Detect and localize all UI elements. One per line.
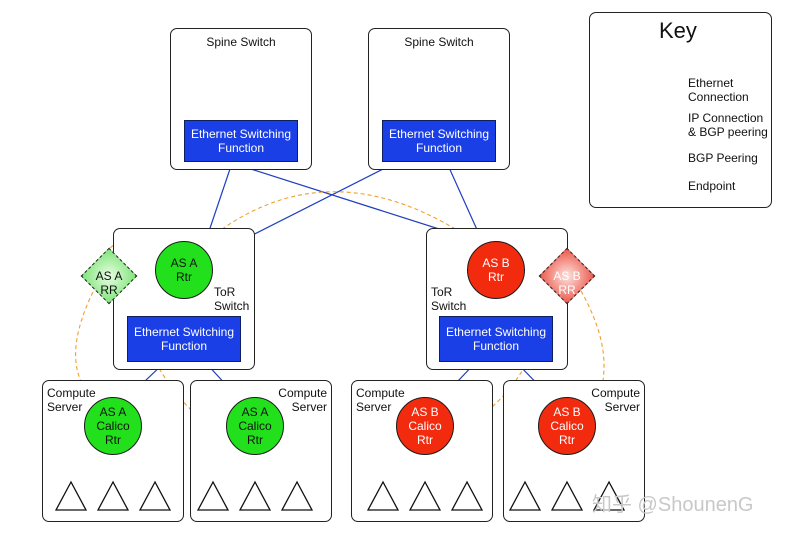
- ethernet-switching-function: Ethernet Switching Function: [439, 316, 553, 362]
- ethernet-switching-function: Ethernet Switching Function: [127, 316, 241, 362]
- endpoint-icon: [550, 480, 584, 511]
- ethernet-switching-function: Ethernet Switching Function: [382, 120, 496, 162]
- endpoint-icon: [54, 480, 88, 511]
- as-a-router: AS A Rtr: [155, 241, 213, 299]
- endpoint-icon: [280, 480, 314, 511]
- endpoint-icon: [238, 480, 272, 511]
- endpoint-icon: [450, 480, 484, 511]
- endpoint-icon: [508, 480, 542, 511]
- as-a-calico-router: AS A Calico Rtr: [84, 397, 142, 455]
- as-b-router: AS B Rtr: [467, 241, 525, 299]
- rr-label: AS A RR: [95, 269, 123, 297]
- tor-switch-label: ToR Switch: [214, 285, 250, 313]
- compute-server-label: Compute Server: [278, 386, 327, 414]
- legend-ethernet-label: Ethernet Connection: [688, 76, 749, 104]
- legend-endpoint-label: Endpoint: [688, 179, 736, 193]
- endpoint-icon: [138, 480, 172, 511]
- endpoint-icon: [592, 480, 626, 511]
- ethernet-switching-function: Ethernet Switching Function: [184, 120, 298, 162]
- tor-switch-label: ToR Switch: [431, 285, 467, 313]
- spine-switch-label: Spine Switch: [206, 35, 276, 49]
- legend-ip-label: IP Connection & BGP peering: [688, 111, 768, 139]
- legend-bgp-label: BGP Peering: [688, 151, 758, 165]
- as-a-calico-router: AS A Calico Rtr: [226, 397, 284, 455]
- endpoint-icon: [96, 480, 130, 511]
- endpoint-icon: [196, 480, 230, 511]
- as-b-calico-router: AS B Calico Rtr: [396, 397, 454, 455]
- compute-server-label: Compute Server: [356, 386, 405, 414]
- spine-switch-label: Spine Switch: [404, 35, 474, 49]
- endpoint-icon: [366, 480, 400, 511]
- rr-label: AS B RR: [553, 269, 581, 297]
- legend-title: Key: [659, 18, 697, 43]
- legend-box: [589, 12, 772, 208]
- endpoint-icon: [408, 480, 442, 511]
- compute-server-label: Compute Server: [47, 386, 96, 414]
- watermark: 知乎 @ShounenG: [592, 494, 754, 516]
- as-b-calico-router: AS B Calico Rtr: [538, 397, 596, 455]
- compute-server-label: Compute Server: [591, 386, 640, 414]
